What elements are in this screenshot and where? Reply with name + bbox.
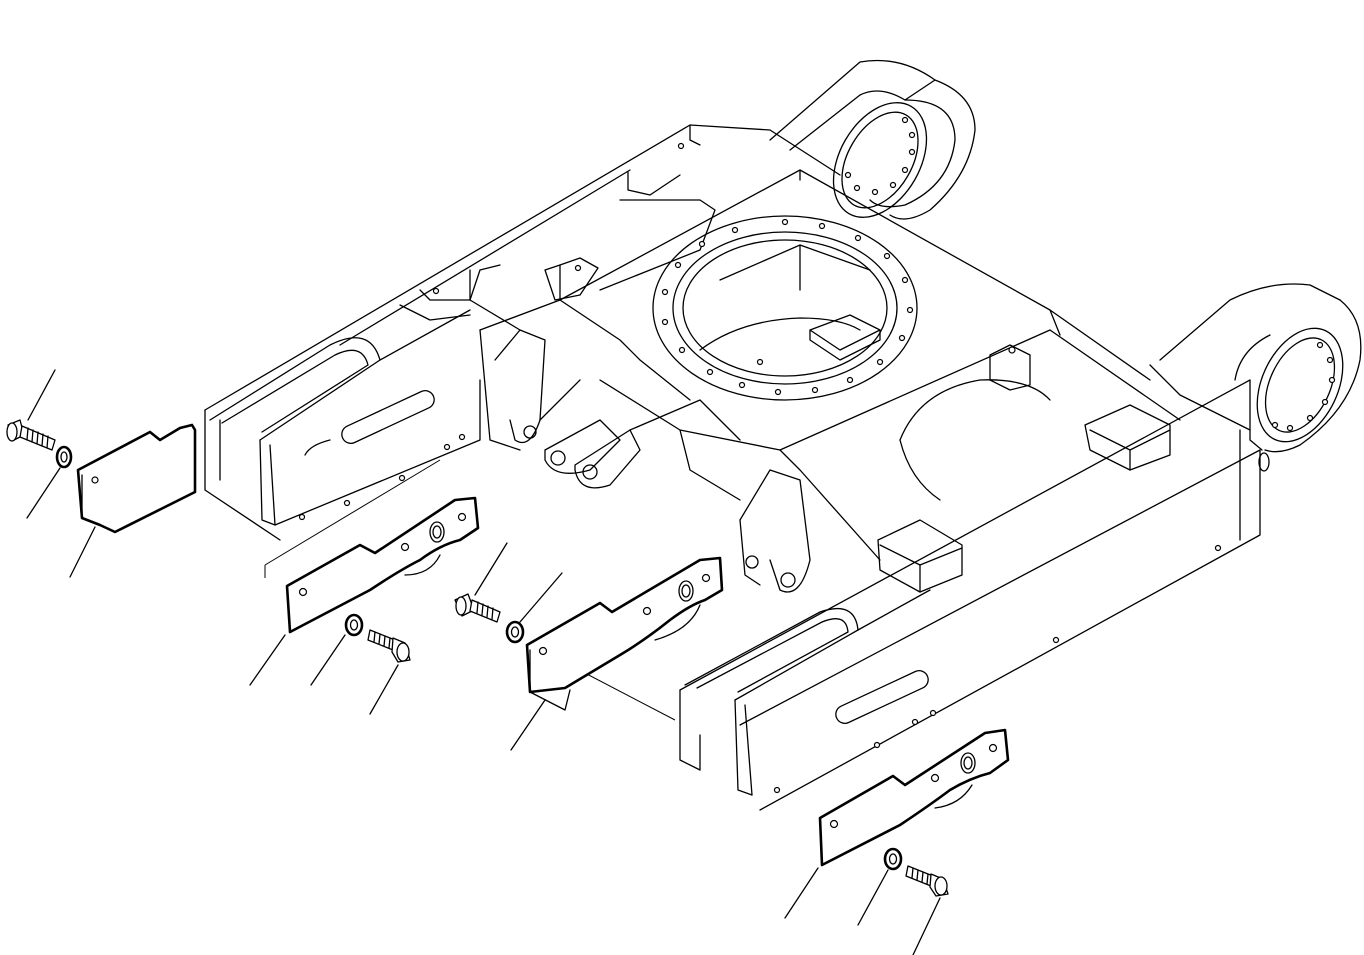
washer-c[interactable] [505,620,525,644]
upper-side-rail [204,124,841,541]
leader-lines-d [784,867,941,955]
track-frame [204,59,1362,811]
leader-lines-c [474,542,563,751]
part-group-center-left [249,496,480,715]
bolt-circle-top [844,116,916,196]
boom-lugs [494,329,811,593]
rear-idler-bracket-top [769,59,976,220]
center-body [479,169,1181,561]
bolt-a[interactable] [6,419,56,451]
leader-lines-b [249,634,399,715]
washer-a[interactable] [55,445,73,469]
bolt-b[interactable] [367,629,411,663]
washer-d[interactable] [883,847,903,871]
rear-idler-bracket-bottom [1159,283,1362,453]
swing-circle-flange [652,215,918,401]
washer-b[interactable] [344,613,364,637]
bolt-c[interactable] [454,593,501,623]
frame-blocks [877,344,1171,593]
bracket-plate-c [525,556,724,711]
part-group-center [454,542,724,751]
upper-track-guard [209,309,481,526]
part-group-lower-right [784,728,1010,955]
part-group-upper-left [6,369,197,578]
bracket-plate-a [76,423,197,534]
bolt-d[interactable] [905,865,949,897]
lower-side-rail [679,364,1270,811]
lower-track-guard [684,589,931,796]
projection-line-1 [264,459,441,566]
bracket-plate-b [285,496,480,634]
leader-lines-a [26,369,96,578]
bracket-plate-d [818,728,1010,867]
